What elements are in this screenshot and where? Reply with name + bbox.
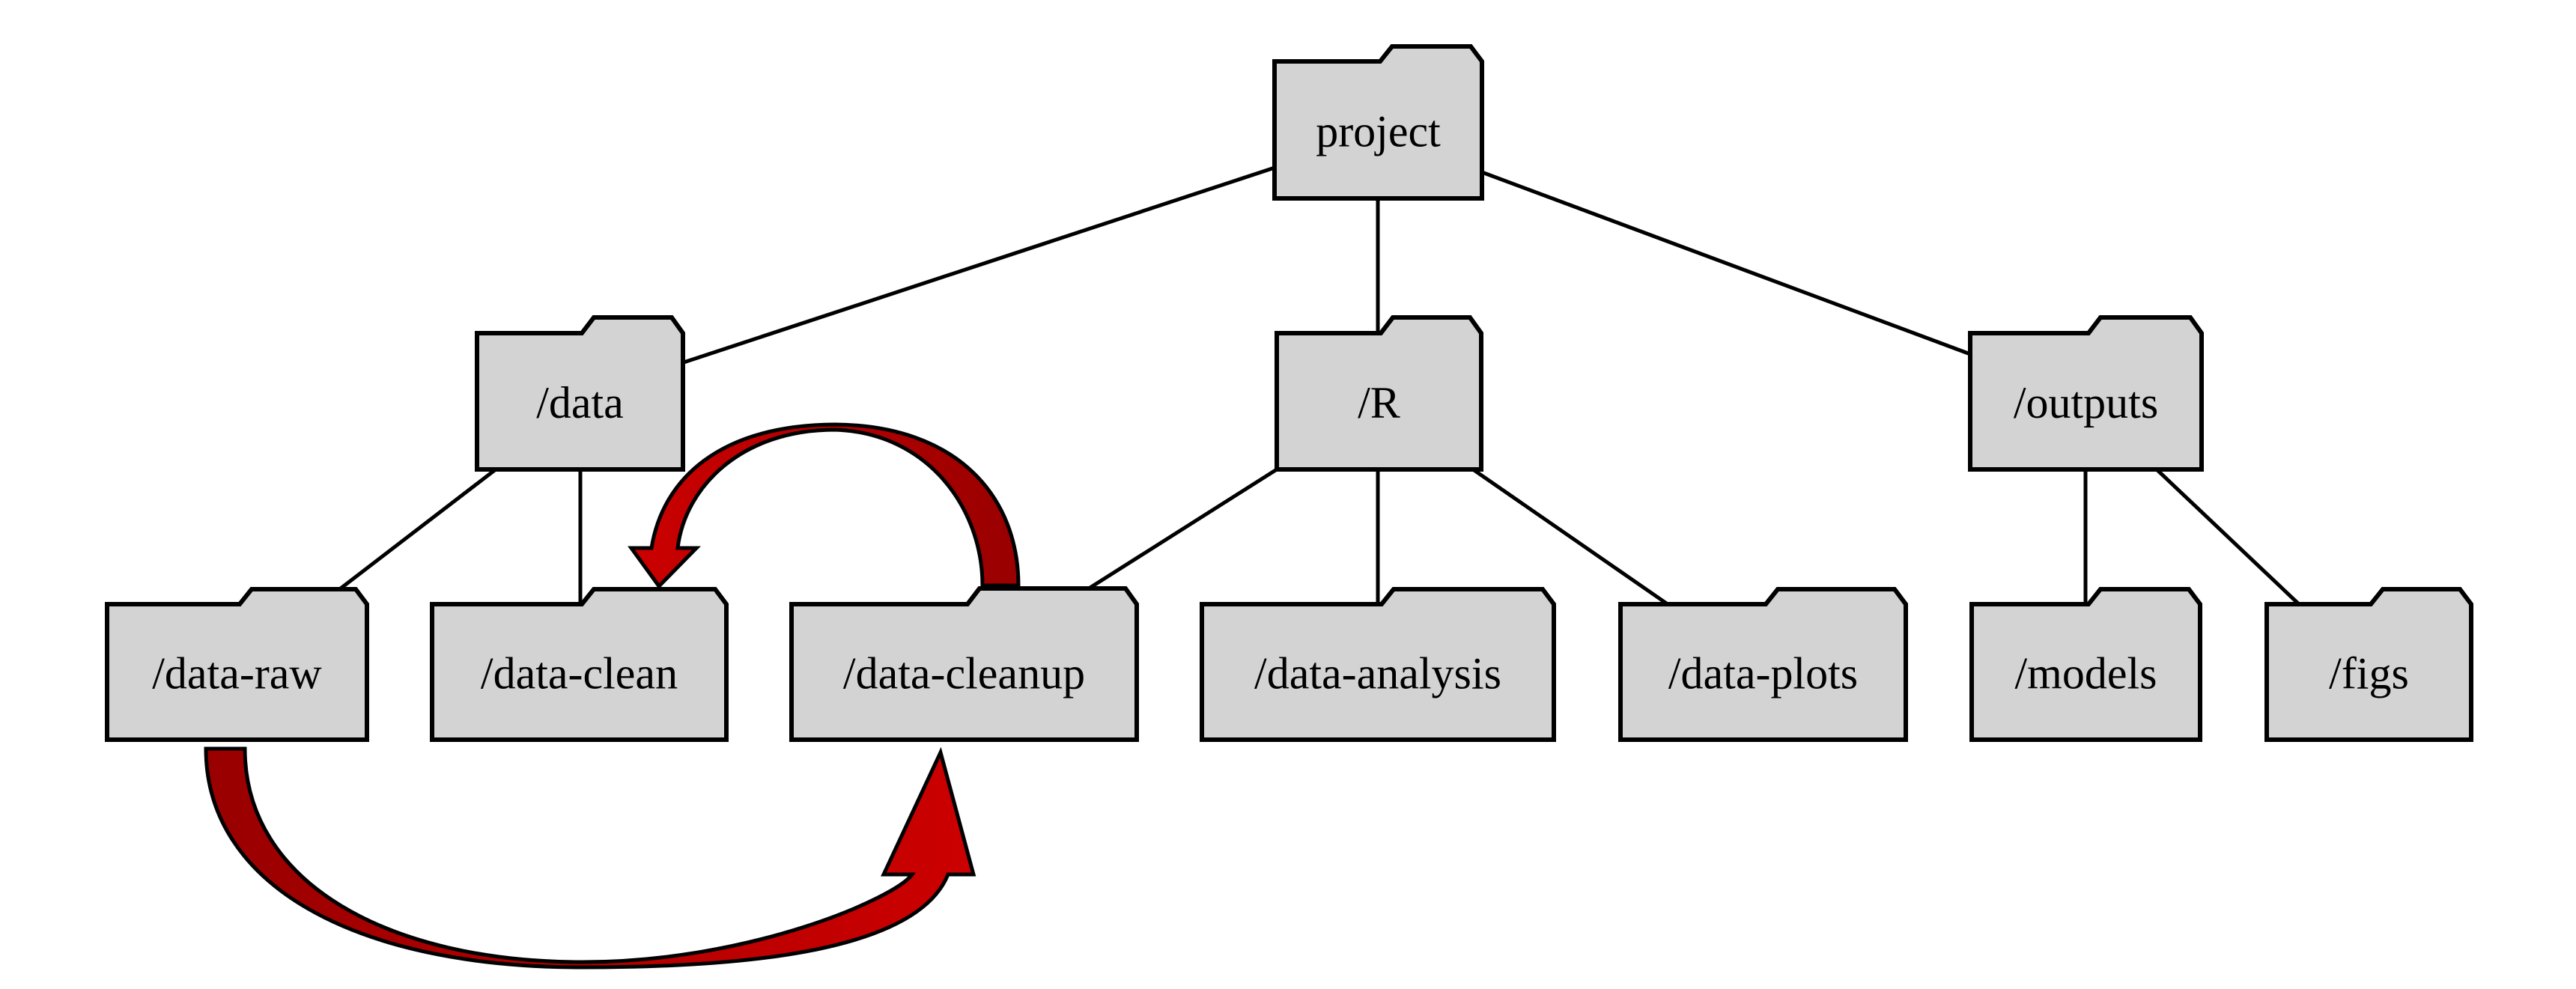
folder-icon — [789, 586, 1139, 742]
folder-icon — [1968, 315, 2204, 472]
folder-label: /data-plots — [1668, 649, 1858, 699]
folder-icon — [105, 587, 369, 742]
edge-data-data-raw — [321, 468, 497, 604]
folder-icon — [1200, 587, 1556, 742]
folder-label: project — [1316, 107, 1441, 156]
folder-data-clean: /data-clean — [430, 587, 729, 742]
edge-project-data — [681, 165, 1275, 365]
folder-project: project — [1272, 44, 1484, 201]
folder-icon — [430, 587, 729, 742]
edge-outputs-figs — [2155, 468, 2300, 606]
folder-icon — [1275, 315, 1483, 472]
flow-arrow-cleanup-to-clean — [628, 422, 1021, 589]
folder-data: /data — [475, 315, 685, 472]
folder-r: /R — [1275, 315, 1483, 472]
folder-icon — [1618, 587, 1908, 742]
folder-icon — [2264, 587, 2473, 742]
folder-data-analysis: /data-analysis — [1200, 587, 1556, 742]
folder-figs: /figs — [2264, 587, 2473, 742]
folder-icon — [475, 315, 685, 472]
folder-label: /data-cleanup — [843, 649, 1085, 699]
folder-label: /data-clean — [481, 649, 678, 699]
folder-label: /figs — [2329, 649, 2409, 699]
edge-project-outputs — [1481, 170, 1971, 356]
folder-outputs: /outputs — [1968, 315, 2204, 472]
folder-models: /models — [1969, 587, 2202, 742]
folder-label: /data-raw — [152, 649, 322, 699]
folder-data-raw: /data-raw — [105, 587, 369, 742]
folder-data-cleanup: /data-cleanup — [789, 586, 1139, 742]
folder-icon — [1272, 44, 1484, 201]
folder-data-plots: /data-plots — [1618, 587, 1908, 742]
folder-label: /data-analysis — [1254, 649, 1501, 699]
folder-icon — [1969, 587, 2202, 742]
flow-arrows — [204, 422, 1021, 970]
edge-r-data-cleanup — [1065, 467, 1278, 605]
edge-r-data-plots — [1471, 467, 1669, 606]
tree-edges — [321, 165, 2300, 606]
folder-label: /models — [2015, 649, 2157, 699]
flow-arrow-raw-to-cleanup — [204, 746, 976, 970]
folder-nodes: project/data/R/outputs/data-raw/data-cle… — [105, 44, 2473, 742]
folder-label: /data — [536, 378, 624, 427]
folder-label: /R — [1358, 378, 1400, 427]
folder-label: /outputs — [2014, 378, 2158, 427]
